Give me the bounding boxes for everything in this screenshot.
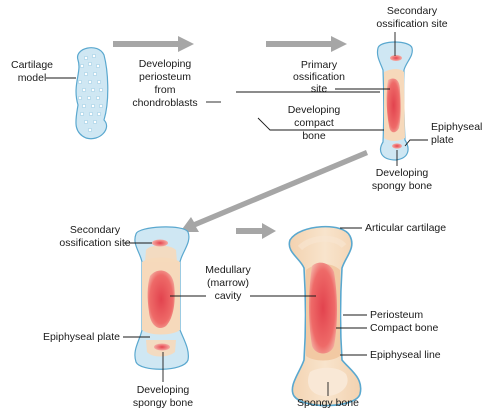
label-compact-bone: Compact bone: [336, 322, 438, 334]
chondrocyte-dot: [98, 87, 104, 93]
chondrocyte-dot: [77, 79, 83, 85]
chondrocyte-dot: [96, 79, 102, 85]
label-sec-ossif-bottom-line1: Secondary: [70, 224, 121, 236]
arrow-stage1-to-stage2: [113, 36, 194, 52]
label-periosteum: Periosteum: [343, 309, 423, 321]
chondrocyte-dot: [87, 127, 93, 133]
chondrocyte-dot: [79, 111, 85, 117]
label-epiphyseal-plate-left: Epiphyseal plate: [43, 331, 150, 343]
label-sec-ossif-top-line1: Secondary: [387, 5, 438, 17]
label-periosteum: Periosteum: [370, 309, 423, 321]
chondrocyte-dot: [79, 63, 85, 69]
label-epiphyseal-line: Epiphyseal line: [340, 349, 441, 361]
label-medullary-line1: Medullary: [205, 264, 251, 276]
label-medullary-cavity: Medullary (marrow) cavity: [170, 264, 316, 302]
chondrocyte-dot: [91, 53, 97, 59]
label-primary-line2: ossification: [293, 71, 345, 83]
label-epi-plate-right-line1: Epiphyseal: [431, 121, 482, 133]
chondrocyte-dot: [87, 79, 93, 85]
label-spongy-bone: Spongy bone: [297, 382, 359, 409]
process-arrows: [113, 36, 368, 239]
label-cartilage-model-line1: Cartilage: [11, 59, 53, 71]
label-primary-ossification: Primary ossification site: [293, 59, 390, 95]
label-articular: Articular cartilage: [365, 222, 446, 234]
chondrocyte-dot: [87, 61, 93, 67]
label-spongy: Spongy bone: [297, 397, 359, 409]
chondrocyte-dot: [90, 87, 96, 93]
label-compact: Compact bone: [370, 322, 438, 334]
mature-bone: [288, 225, 362, 407]
label-sec-ossif-bottom-line2: ossification site: [59, 237, 130, 249]
label-medullary-line2: (marrow): [207, 277, 249, 289]
chondrocyte-dot: [92, 119, 98, 125]
chondrocyte-dot: [81, 87, 87, 93]
label-spongy-right-line1: Developing: [376, 167, 429, 179]
chondrocyte-dot: [83, 55, 89, 61]
label-epi-line: Epiphyseal line: [370, 349, 441, 361]
label-compact-line3: bone: [302, 130, 326, 142]
arrow-stage3-to-stage4: [180, 150, 368, 232]
label-epi-plate-right-line2: plate: [431, 134, 454, 146]
chondrocyte-dot: [98, 103, 104, 109]
chondrocyte-dot: [96, 111, 102, 117]
label-periosteum-line2: periosteum: [139, 71, 191, 83]
label-developing-spongy-bottom: Developing spongy bone: [133, 352, 193, 409]
chondrocyte-dot: [92, 71, 98, 77]
label-cartilage-model: Cartilage model: [11, 59, 76, 84]
chondrocyte-dot: [86, 95, 92, 101]
label-compact-line2: compact: [294, 117, 334, 129]
label-developing-spongy-right: Developing spongy bone: [372, 150, 432, 192]
label-periosteum-line3: from: [155, 84, 176, 96]
stage2-bone: [376, 41, 413, 161]
arrow-stage2-to-stage3: [266, 36, 347, 52]
label-primary-line3: site: [311, 83, 328, 95]
cartilage-model: [75, 47, 109, 140]
label-spongy-bottom-line2: spongy bone: [133, 397, 193, 409]
chondrocyte-dot: [83, 119, 89, 125]
label-periosteum-line1: Developing: [139, 58, 192, 70]
label-spongy-right-line2: spongy bone: [372, 180, 432, 192]
chondrocyte-dot: [77, 95, 83, 101]
label-compact-line1: Developing: [288, 104, 341, 116]
label-developing-compact-bone: Developing compact bone: [257, 104, 384, 142]
label-articular-cartilage: Articular cartilage: [340, 222, 446, 234]
arrow-stage4-to-stage5: [236, 223, 276, 239]
label-primary-line1: Primary: [301, 59, 338, 71]
label-epi-plate-left: Epiphyseal plate: [43, 331, 120, 343]
chondrocyte-dot: [95, 63, 101, 69]
label-secondary-ossification-top: Secondary ossification site: [376, 5, 448, 56]
label-secondary-ossification-bottom: Secondary ossification site: [59, 224, 152, 249]
label-epiphyseal-plate-right: Epiphyseal plate: [404, 121, 482, 147]
label-developing-periosteum: Developing periosteum from chondroblasts: [132, 58, 380, 109]
chondrocyte-dot: [95, 95, 101, 101]
label-spongy-bottom-line1: Developing: [137, 384, 190, 396]
chondrocyte-dot: [81, 103, 87, 109]
stage3-bone: [134, 226, 190, 370]
label-periosteum-line4: chondroblasts: [132, 97, 197, 109]
label-cartilage-model-line2: model: [18, 72, 47, 84]
label-sec-ossif-top-line2: ossification site: [376, 18, 447, 30]
chondrocyte-dot: [88, 111, 94, 117]
chondrocyte-dot: [83, 71, 89, 77]
chondrocyte-dot: [90, 103, 96, 109]
label-medullary-line3: cavity: [215, 290, 243, 302]
